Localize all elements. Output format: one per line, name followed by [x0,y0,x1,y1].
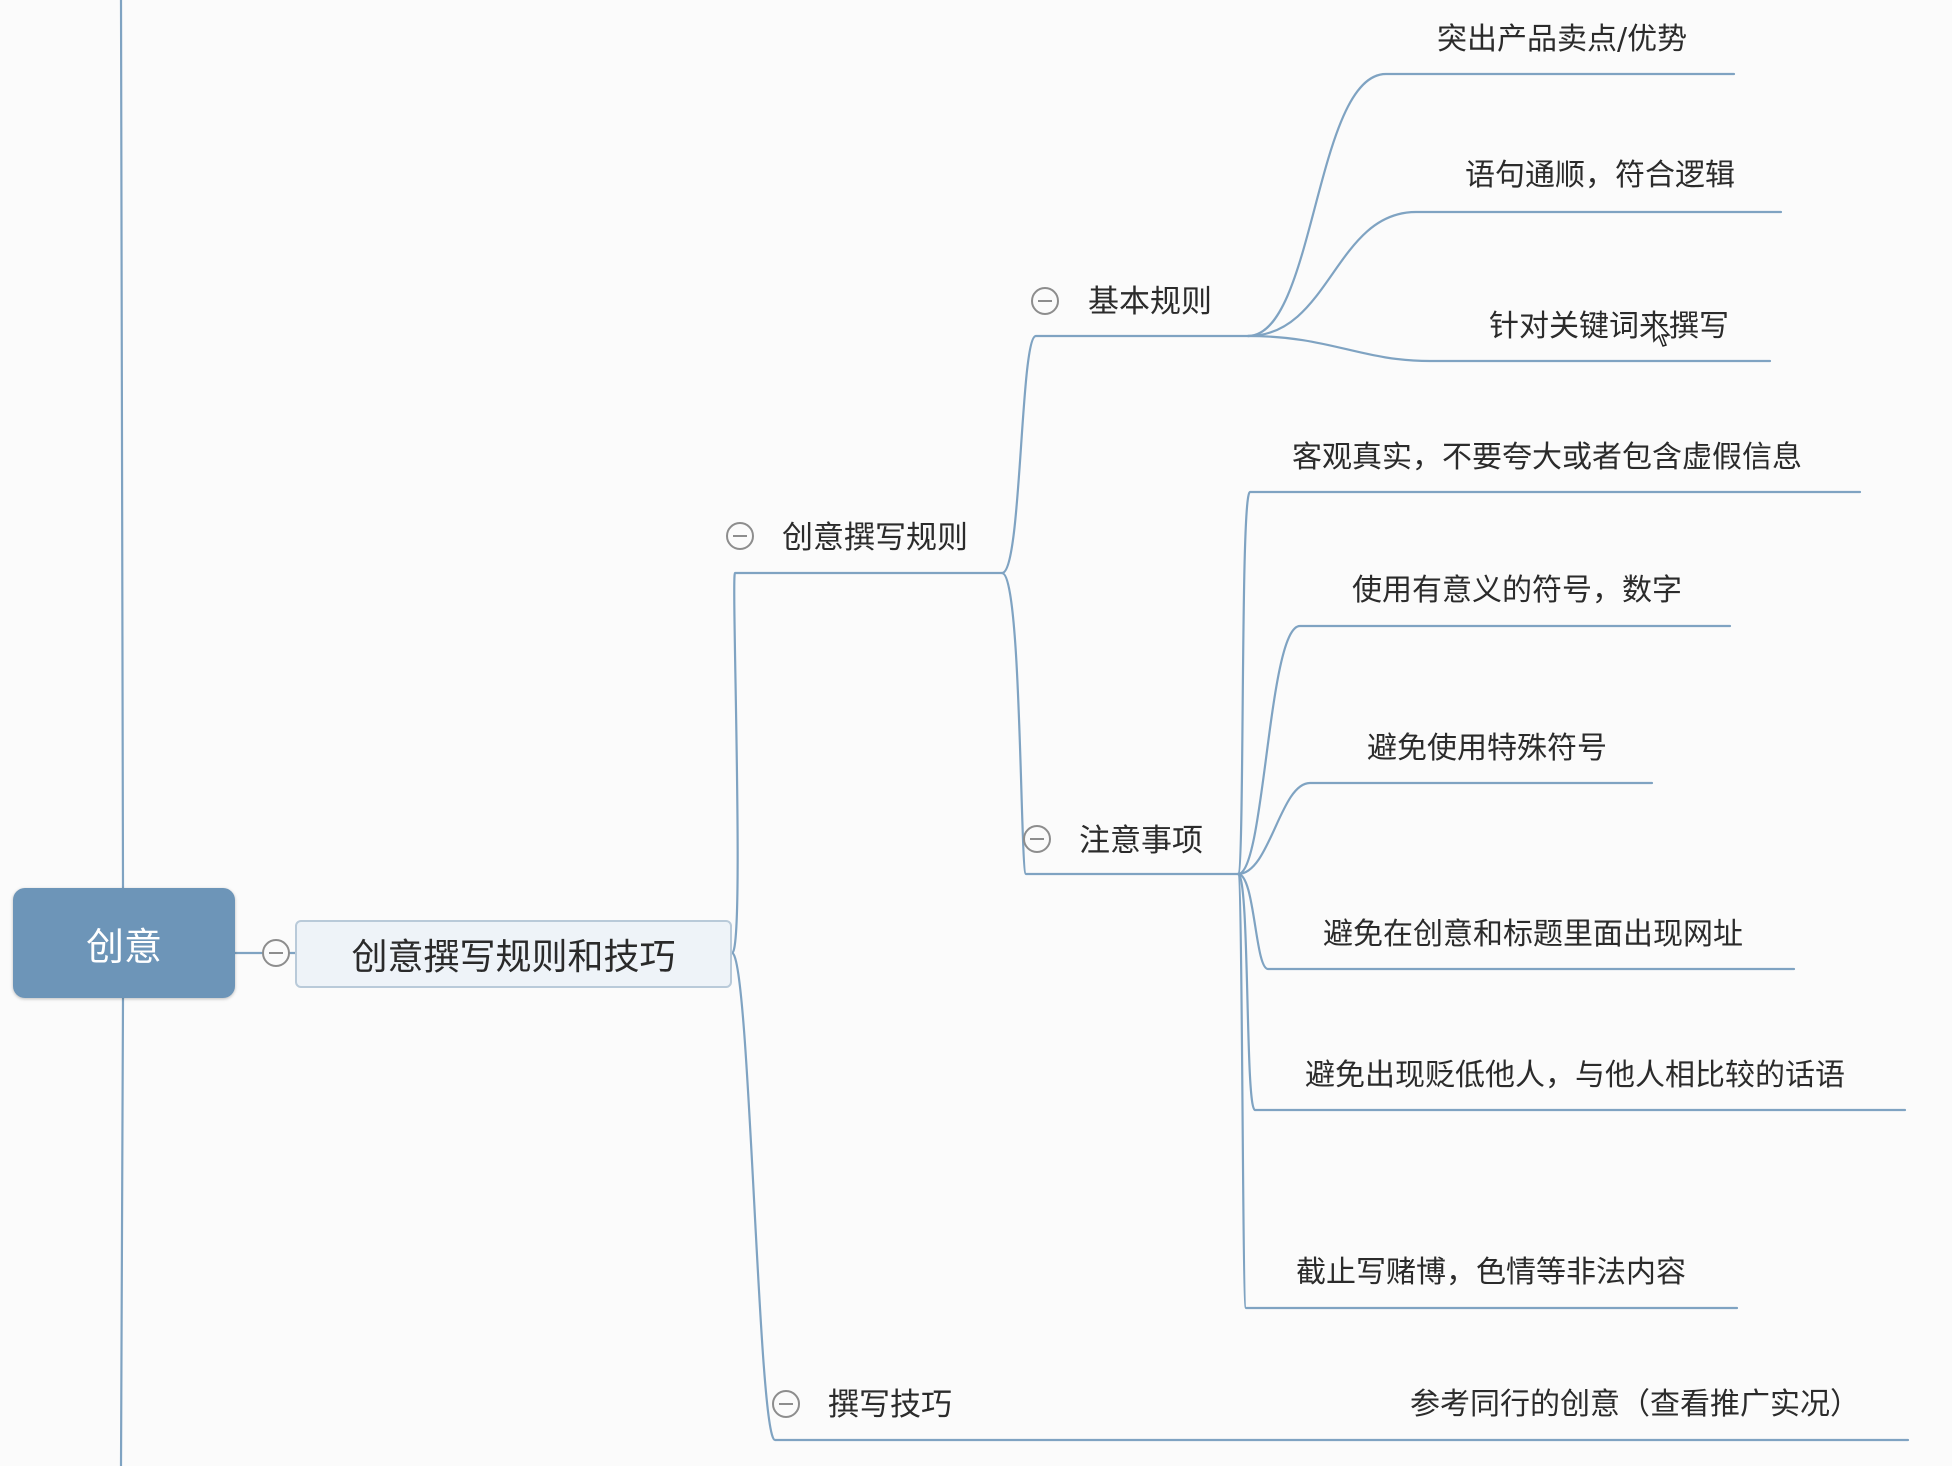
connector-note-1 [1236,490,1862,876]
connector-basic-2 [1246,210,1783,338]
note-item-6[interactable]: 截止写赌博，色情等非法内容 [1296,1255,1686,1290]
spine-line [119,0,125,1466]
note-item-1[interactable]: 客观真实，不要夸大或者包含虚假信息 [1292,440,1802,475]
connector-main-rules [730,571,1004,955]
branch-basic-label[interactable]: 基本规则 [1088,284,1212,320]
main-topic-node[interactable]: 创意撰写规则和技巧 [295,920,732,988]
main-topic-label: 创意撰写规则和技巧 [351,937,676,978]
root-node-label: 创意 [85,924,162,969]
connector-note-6 [1236,872,1739,1310]
connector-rules-basic [1000,334,1250,575]
basic-item-2[interactable]: 语句通顺，符合逻辑 [1465,158,1735,193]
connector-note-2 [1236,624,1732,876]
note-item-2[interactable]: 使用有意义的符号，数字 [1352,573,1682,608]
tips-item-1[interactable]: 参考同行的创意（查看推广实况） [1410,1387,1860,1422]
connector-note-5 [1236,872,1907,1112]
note-item-3[interactable]: 避免使用特殊符号 [1367,731,1607,766]
connector-main-tips [730,951,1910,1442]
connector-rules-notes [1000,571,1240,876]
collapse-basic-icon[interactable] [1031,287,1059,315]
basic-item-1[interactable]: 突出产品卖点/优势 [1437,22,1688,57]
mouse-cursor-icon [1653,318,1671,347]
branch-tips-label[interactable]: 撰写技巧 [828,1387,952,1423]
connector-note-3 [1236,781,1654,876]
branch-notes-label[interactable]: 注意事项 [1079,823,1203,859]
collapse-main-icon[interactable] [262,939,290,967]
connector-note-4 [1236,872,1796,971]
connector-basic-1 [1246,72,1736,338]
collapse-rules-icon[interactable] [726,522,754,550]
connector-basic-3 [1246,334,1772,363]
basic-item-3[interactable]: 针对关键词来撰写 [1489,309,1729,344]
note-item-5[interactable]: 避免出现贬低他人，与他人相比较的话语 [1305,1058,1845,1093]
note-item-4[interactable]: 避免在创意和标题里面出现网址 [1323,917,1743,952]
collapse-tips-icon[interactable] [772,1390,800,1418]
branch-rules-label[interactable]: 创意撰写规则 [782,520,968,556]
root-node[interactable]: 创意 [13,888,235,998]
collapse-notes-icon[interactable] [1023,825,1051,853]
